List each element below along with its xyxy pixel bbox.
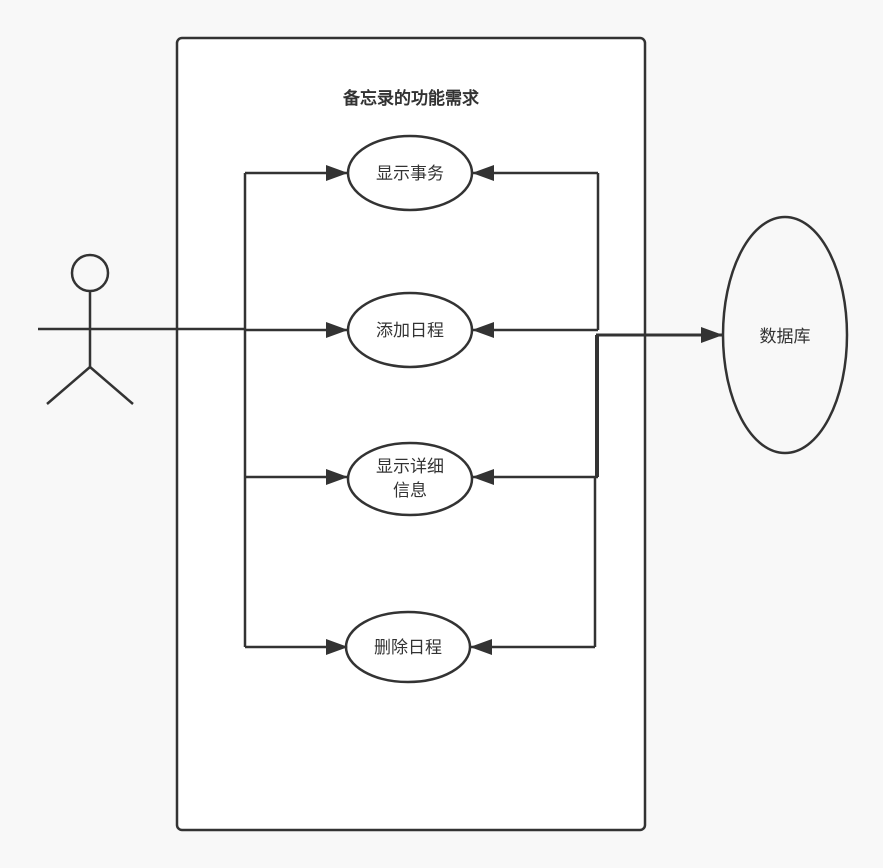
use-case-show-details[interactable]: 显示详细 信息 xyxy=(346,441,474,517)
use-case-add-schedule[interactable]: 添加日程 xyxy=(346,291,474,369)
diagram-title: 备忘录的功能需求 xyxy=(342,88,479,109)
use-case-label-line1: 显示详细 xyxy=(376,457,444,477)
system-boundary[interactable] xyxy=(175,36,647,832)
actor-icon[interactable] xyxy=(38,253,143,405)
use-case-show-tasks[interactable]: 显示事务 xyxy=(346,134,474,212)
actor-connectors xyxy=(143,165,348,655)
use-case-label-line2: 信息 xyxy=(393,481,427,501)
use-case-label: 添加日程 xyxy=(376,321,444,341)
use-case-delete-schedule[interactable]: 删除日程 xyxy=(344,610,472,684)
use-case-label: 显示事务 xyxy=(376,164,444,184)
database-label: 数据库 xyxy=(760,327,811,347)
database-connectors xyxy=(470,165,723,655)
database-node[interactable]: 数据库 xyxy=(721,215,849,455)
use-case-label: 删除日程 xyxy=(374,638,442,658)
